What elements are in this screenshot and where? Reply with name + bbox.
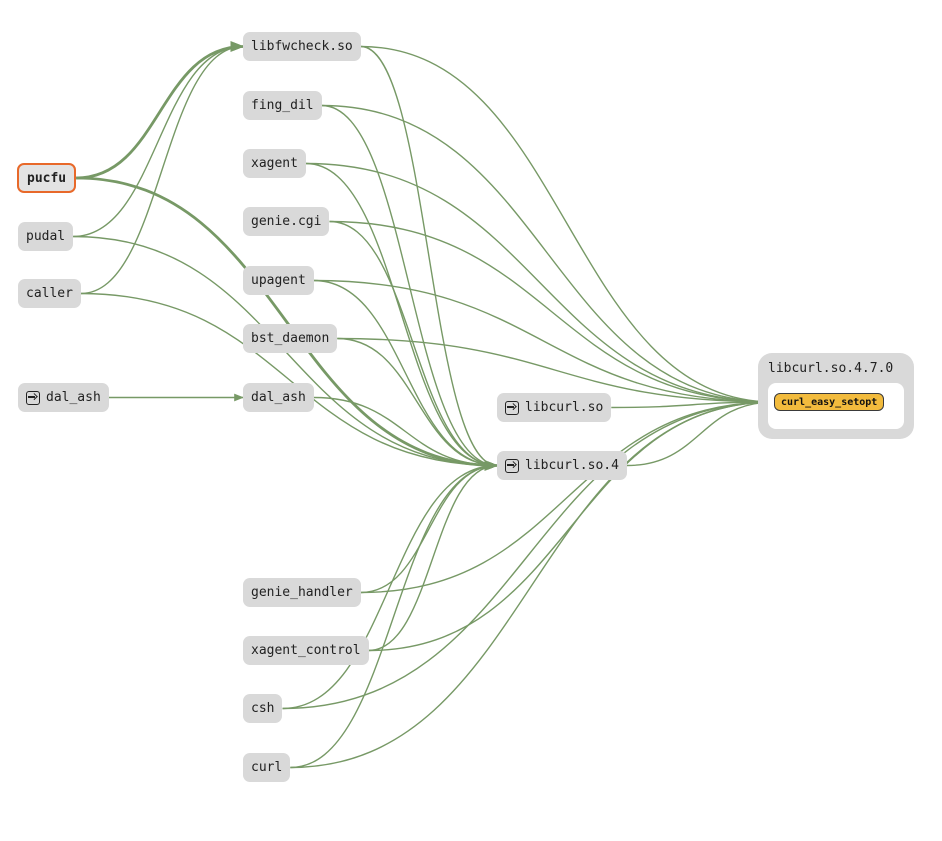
node-caller[interactable]: caller <box>18 279 81 308</box>
edge-genie_handler-to-libcurl_so4 <box>360 461 498 594</box>
node-curl[interactable]: curl <box>243 753 291 782</box>
node-libcurl-so-4[interactable]: libcurl.so.4 <box>497 451 627 480</box>
node-pudal[interactable]: pudal <box>18 222 74 251</box>
edge-libcurl_so-to-curl_easy_setopt <box>611 398 775 409</box>
edge-curl-to-libcurl_so4 <box>290 461 498 769</box>
node-label: genie.cgi <box>251 214 322 229</box>
edge-genie_handler-to-curl_easy_setopt <box>360 398 775 594</box>
edge-libfwcheck-to-curl_easy_setopt <box>360 45 775 406</box>
node-label: caller <box>26 286 73 301</box>
node-label: pudal <box>26 229 66 244</box>
node-pucfu[interactable]: pucfu <box>17 163 77 193</box>
node-label: dal_ash <box>251 390 306 405</box>
node-xagent-control[interactable]: xagent_control <box>243 636 369 665</box>
edge-fing_dil-to-libcurl_so4 <box>321 104 498 470</box>
node-label: csh <box>251 701 275 716</box>
edge-dal_ash_mid-to-libcurl_so4 <box>313 396 498 470</box>
edge-libcurl_so4-to-curl_easy_setopt <box>626 398 775 467</box>
node-xagent[interactable]: xagent <box>243 149 306 178</box>
library-group-body: curl_easy_setopt <box>768 383 904 429</box>
node-genie-handler[interactable]: genie_handler <box>243 578 361 607</box>
edge-curl-to-curl_easy_setopt <box>290 398 775 769</box>
edge-pudal-to-libfwcheck <box>73 42 244 238</box>
node-label: fing_dil <box>251 98 314 113</box>
edge-csh-to-libcurl_so4 <box>282 461 498 710</box>
node-label: libcurl.so <box>525 400 604 415</box>
edge-caller-to-libfwcheck <box>80 42 244 295</box>
node-label: genie_handler <box>251 585 353 600</box>
library-group-title: libcurl.so.4.7.0 <box>768 361 894 376</box>
node-dal-ash-entry[interactable]: dal_ash <box>18 383 109 412</box>
entry-point-icon <box>26 390 40 405</box>
node-fing-dil[interactable]: fing_dil <box>243 91 322 120</box>
node-dal-ash[interactable]: dal_ash <box>243 383 314 412</box>
node-genie-cgi[interactable]: genie.cgi <box>243 207 330 236</box>
node-bst-daemon[interactable]: bst_daemon <box>243 324 338 353</box>
entry-point-icon <box>505 400 519 415</box>
node-label: pucfu <box>27 170 67 186</box>
function-curl-easy-setopt[interactable]: curl_easy_setopt <box>774 393 885 411</box>
edge-xagent_control-to-libcurl_so4 <box>368 461 498 652</box>
edge-bst_daemon-to-curl_easy_setopt <box>337 337 775 406</box>
edge-genie_cgi-to-libcurl_so4 <box>329 220 498 470</box>
edge-libfwcheck-to-libcurl_so4 <box>360 45 498 470</box>
node-label: curl <box>251 760 283 775</box>
node-label: upagent <box>251 273 306 288</box>
node-label: xagent_control <box>251 643 361 658</box>
node-label: libcurl.so.4 <box>525 458 619 473</box>
entry-point-icon <box>505 458 519 473</box>
node-label: libfwcheck.so <box>251 39 353 54</box>
edge-bst_daemon-to-libcurl_so4 <box>337 337 498 470</box>
edge-fing_dil-to-curl_easy_setopt <box>321 104 775 406</box>
node-label: xagent <box>251 156 298 171</box>
edge-genie_cgi-to-curl_easy_setopt <box>329 220 775 406</box>
function-label: curl_easy_setopt <box>781 396 878 408</box>
node-libcurl-so[interactable]: libcurl.so <box>497 393 612 422</box>
node-upagent[interactable]: upagent <box>243 266 314 295</box>
node-libfwcheck[interactable]: libfwcheck.so <box>243 32 361 61</box>
node-label: dal_ash <box>46 390 101 405</box>
edge-upagent-to-curl_easy_setopt <box>313 279 775 406</box>
edge-xagent-to-curl_easy_setopt <box>305 162 775 406</box>
library-group: libcurl.so.4.7.0 curl_easy_setopt <box>758 353 914 439</box>
edge-xagent-to-libcurl_so4 <box>305 162 498 470</box>
node-csh[interactable]: csh <box>243 694 283 723</box>
edge-pucfu-to-libfwcheck <box>76 40 245 180</box>
node-label: bst_daemon <box>251 331 330 346</box>
edge-upagent-to-libcurl_so4 <box>313 279 498 470</box>
edge-caller-to-libcurl_so4 <box>80 292 498 470</box>
edge-csh-to-curl_easy_setopt <box>282 398 775 710</box>
